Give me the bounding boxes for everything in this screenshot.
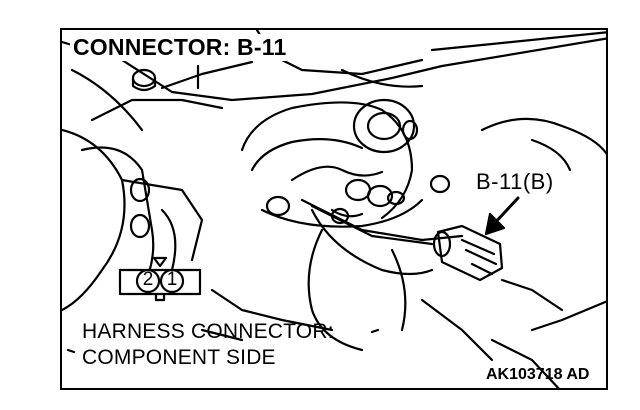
diagram-frame: CONNECTOR: B-11 B-11(B) 2 1 HARNESS CONN… <box>60 28 608 390</box>
pin-number-2: 2 <box>142 269 154 290</box>
caption-line-1: HARNESS CONNECTOR: <box>82 320 334 343</box>
connector-callout-label: B-11(B) <box>476 169 554 194</box>
pin-number-1: 1 <box>166 269 178 290</box>
caption-line-2: COMPONENT SIDE <box>82 346 276 369</box>
figure-code: AK103718 AD <box>486 366 590 383</box>
engine-illustration <box>62 30 606 388</box>
diagram-title: CONNECTOR: B-11 <box>70 34 290 61</box>
